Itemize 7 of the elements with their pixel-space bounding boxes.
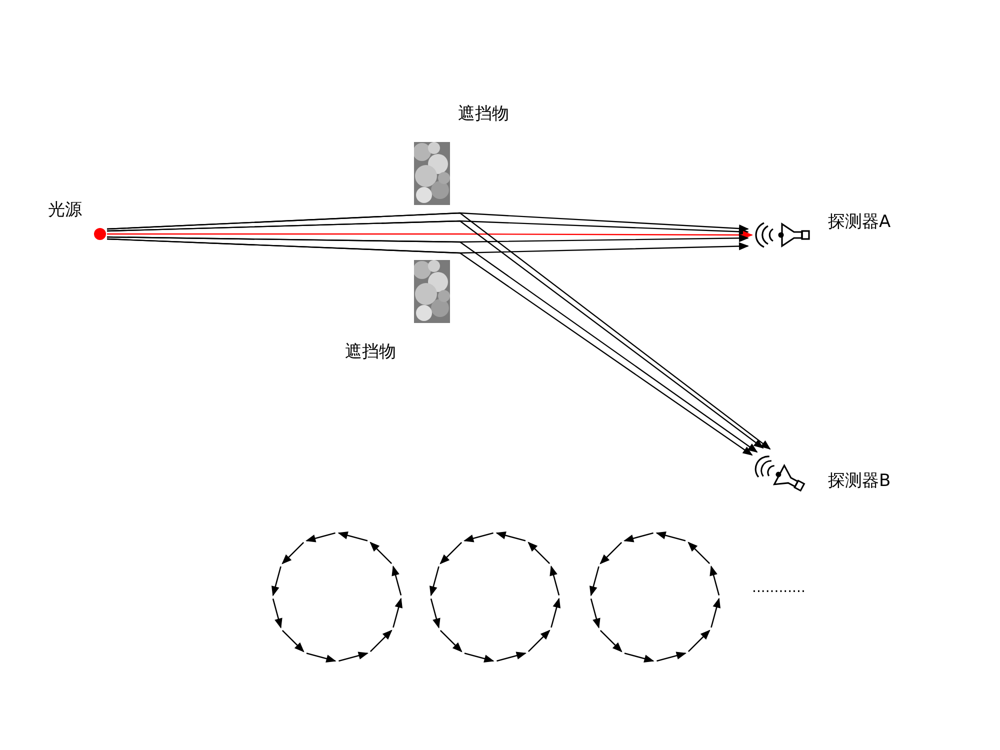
detector-label: 探测器A — [828, 211, 891, 233]
ray-arrow — [107, 230, 753, 239]
source-label: 光源 — [48, 199, 82, 221]
ellipsis-text: ............ — [752, 580, 806, 596]
detector-label: 探测器B — [828, 470, 891, 492]
blocker-label: 遮挡物 — [458, 103, 509, 125]
blocker-label: 遮挡物 — [345, 341, 396, 363]
